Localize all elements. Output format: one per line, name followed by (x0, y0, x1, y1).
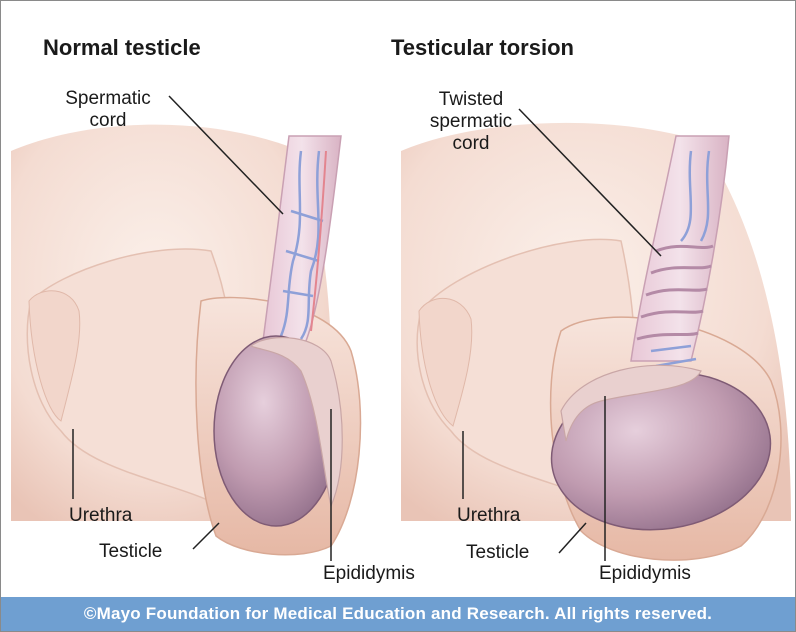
spermatic-cord-label: Spermatic cord (47, 88, 169, 132)
twisted-cord-label: Twisted spermatic cord (419, 89, 523, 155)
twisted-cord-label-line3: cord (419, 133, 523, 155)
testicle-label-left: Testicle (99, 541, 162, 563)
spermatic-cord-label-line2: cord (47, 110, 169, 132)
copyright-footer: ©Mayo Foundation for Medical Education a… (1, 597, 795, 631)
spermatic-cord-label-line1: Spermatic (47, 88, 169, 110)
torsion-panel-title: Testicular torsion (391, 35, 574, 61)
urethra-label-left: Urethra (69, 505, 132, 527)
epididymis-label-right: Epididymis (599, 563, 691, 585)
normal-panel-art (11, 96, 361, 561)
testicle-label-right: Testicle (466, 542, 529, 564)
twisted-cord-label-line2: spermatic (419, 111, 523, 133)
normal-panel-title: Normal testicle (43, 35, 201, 61)
twisted-cord-label-line1: Twisted (419, 89, 523, 111)
epididymis-label-left: Epididymis (323, 563, 415, 585)
torsion-panel-art (401, 109, 791, 561)
urethra-label-right: Urethra (457, 505, 520, 527)
